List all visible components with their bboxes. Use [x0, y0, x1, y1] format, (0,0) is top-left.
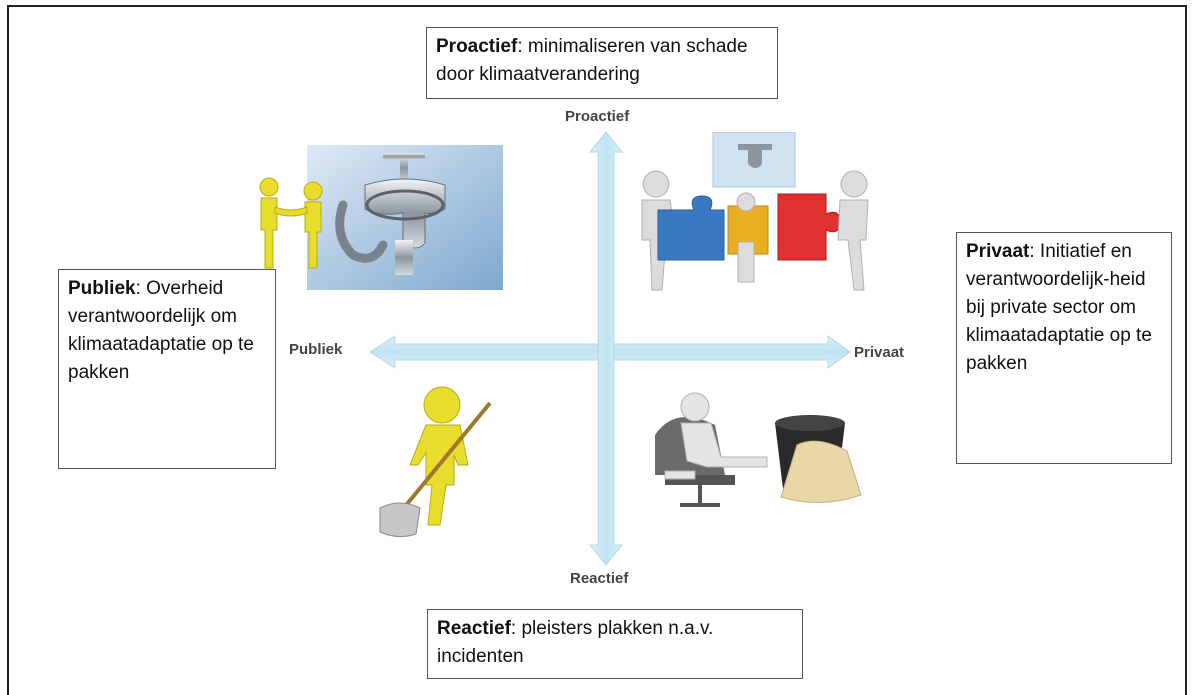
handshake-tap-illustration: [259, 145, 503, 290]
relaxing-figure-illustration: [655, 392, 862, 507]
proactief-description-box: Proactief: minimaliseren van schade door…: [426, 27, 778, 99]
diagram-frame: [7, 5, 1187, 695]
box-text: : Overheid verantwoordelijk om klimaatad…: [68, 278, 254, 383]
figure-right: [837, 170, 869, 291]
box-title: Proactief: [436, 36, 518, 57]
axis-label-right: Privaat: [854, 344, 905, 361]
box-title: Privaat: [966, 241, 1030, 262]
axis-label-top: Proactief: [565, 108, 630, 125]
mop-figure-illustration: [379, 386, 492, 538]
puzzle-teamwork-illustration: [641, 132, 869, 291]
cloth-icon: [780, 440, 862, 503]
red-puzzle-piece: [777, 193, 841, 261]
reactief-description-box: Reactief: pleisters plakken n.a.v. incid…: [427, 609, 803, 679]
handshake-figures-icon: [259, 177, 323, 269]
box-text: : Initiatief en verantwoordelijk-heid bi…: [966, 241, 1152, 374]
axis-label-bottom: Reactief: [570, 570, 629, 587]
box-title: Reactief: [437, 618, 511, 639]
vertical-axis-arrow: [588, 131, 624, 566]
axis-label-left: Publiek: [289, 341, 343, 358]
box-text: : pleisters plakken n.a.v. incidenten: [437, 618, 714, 667]
relaxing-figure-icon: [664, 392, 768, 480]
tap-icon: [335, 153, 446, 275]
figure-middle: [736, 192, 756, 283]
box-text: : minimaliseren van schade door klimaatv…: [436, 36, 748, 85]
mop-head: [379, 502, 421, 538]
privaat-description-box: Privaat: Initiatief en verantwoordelijk-…: [956, 232, 1172, 464]
blue-puzzle-piece: [657, 195, 725, 261]
box-title: Publiek: [68, 278, 136, 299]
publiek-description-box: Publiek: Overheid verantwoordelijk om kl…: [58, 269, 276, 469]
